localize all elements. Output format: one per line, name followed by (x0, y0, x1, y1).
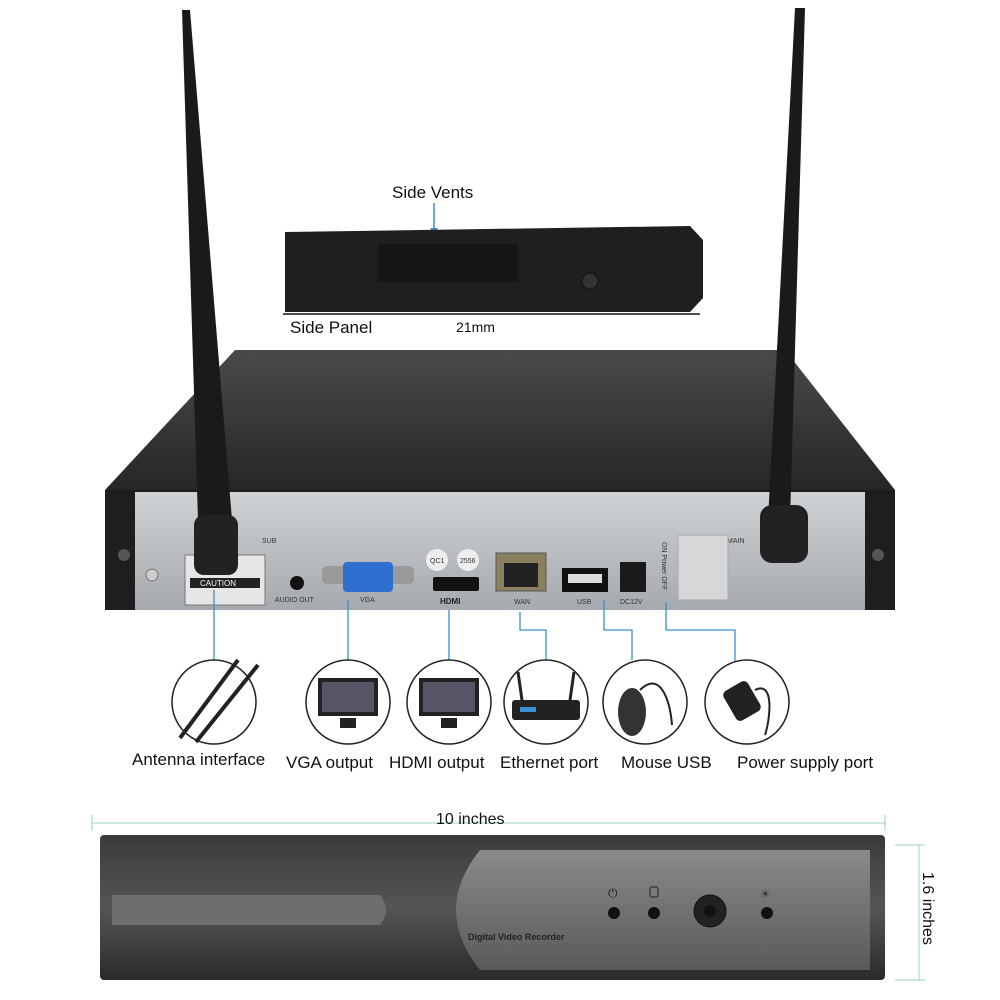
dvr-top-face (105, 350, 895, 490)
front-slot (112, 895, 386, 925)
port-label: Antenna interface (132, 750, 265, 769)
sub-label: SUB (262, 538, 277, 545)
width-dimension: 10 inches (91, 811, 886, 831)
audio-out-label: AUDIO OUT (275, 597, 315, 604)
screw (118, 549, 130, 561)
mouse-icon (602, 659, 688, 745)
antenna-left (182, 10, 232, 520)
hdmi-port[interactable] (433, 577, 479, 591)
vga-port[interactable] (343, 562, 393, 592)
side-panel-label: Side Panel (290, 318, 372, 337)
height-dimension: 1.6 inches (895, 844, 936, 981)
ground-screw (145, 568, 159, 582)
qc-number: 2556 (460, 558, 476, 565)
main-label: MAIN (727, 538, 745, 545)
qc-text: QC1 (430, 558, 445, 565)
port-icons (171, 659, 790, 745)
width-label: 10 inches (436, 811, 505, 828)
audio-out-jack[interactable] (290, 576, 304, 590)
power-switch-label: ON Power OFF (660, 542, 667, 590)
brand-text: Digital Video Recorder (468, 932, 565, 942)
port-label: Power supply port (737, 753, 873, 772)
hdd-icon (649, 886, 659, 898)
antennas (182, 8, 808, 575)
front-plate (456, 850, 870, 970)
side-panel-view: Side Vents Side Panel 21mm (283, 183, 703, 337)
main-label-sticker (677, 534, 729, 601)
hdmi-label: HDMI (440, 597, 460, 606)
power-led (608, 907, 620, 919)
port-label: Mouse USB (621, 753, 712, 772)
wan-label: WAN (514, 599, 530, 606)
dvr-front-view: Digital Video Recorder ⏻ ☀ (100, 835, 885, 980)
thickness-label: 21mm (456, 319, 495, 335)
power-icon: ⏻ (608, 886, 618, 900)
qc-sticker (426, 549, 448, 571)
dc-label: DC12V (620, 599, 643, 606)
side-vents (378, 244, 518, 282)
vga-label: VGA (360, 597, 375, 604)
icon-glyphs (178, 658, 771, 744)
antenna-right (768, 8, 805, 520)
dc-power-jack[interactable] (620, 562, 646, 592)
height-label: 1.6 inches (919, 872, 936, 945)
side-screw (581, 272, 599, 290)
usb-label: USB (577, 599, 592, 606)
port-label: VGA output (286, 753, 373, 772)
antenna-left-base (194, 515, 238, 575)
port-label: Ethernet port (500, 753, 599, 772)
network-status-icon: ☀ (760, 887, 771, 901)
hdd-led (648, 907, 660, 919)
antenna-right-base (760, 505, 808, 563)
side-vents-label: Side Vents (392, 183, 473, 202)
port-callout-lines (213, 590, 736, 665)
screw (872, 549, 884, 561)
caution-text: CAUTION (200, 579, 236, 588)
port-labels: Antenna interface VGA output HDMI output… (132, 750, 873, 772)
qc-number-sticker (457, 549, 479, 571)
port-label: HDMI output (389, 753, 485, 772)
network-led (761, 907, 773, 919)
